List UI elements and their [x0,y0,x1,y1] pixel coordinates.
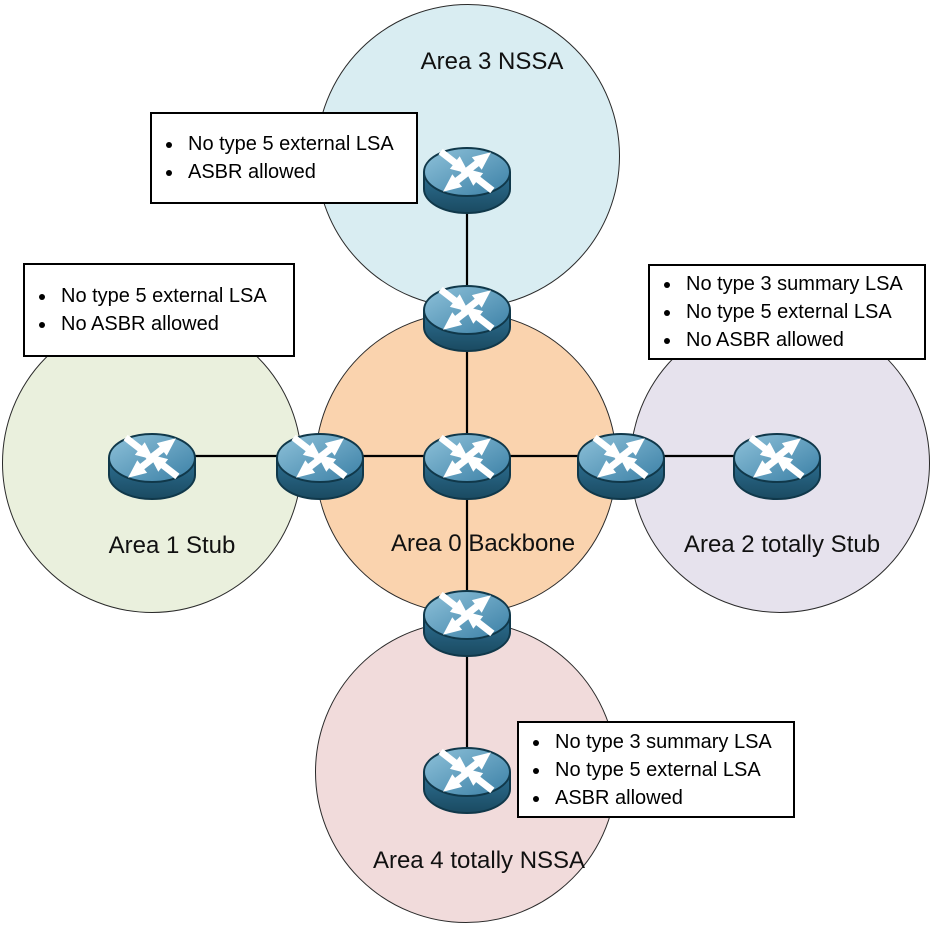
router-icon-abr-area0-area4 [424,588,510,656]
area4-callout-box: No type 3 summary LSANo type 5 external … [517,721,795,818]
callout-item: ASBR allowed [184,158,394,186]
callout-item: No type 3 summary LSA [682,270,903,298]
area0-label: Area 0 Backbone [390,530,576,557]
area1-label: Area 1 Stub [108,532,236,559]
router-icon-abr-area3-area0 [424,283,510,351]
area3-callout-list: No type 5 external LSAASBR allowed [152,130,402,186]
router-icon-abr-area1-area0 [277,431,363,499]
area2-callout-list: No type 3 summary LSANo type 5 external … [650,270,911,354]
area4-label: Area 4 totally NSSA [372,847,586,874]
callout-item: No type 5 external LSA [57,282,267,310]
callout-item: No ASBR allowed [682,326,903,354]
router-icon-backbone-center [424,431,510,499]
area2-callout-box: No type 3 summary LSANo type 5 external … [648,264,926,360]
area3-label: Area 3 NSSA [420,48,564,75]
area3-callout-box: No type 5 external LSAASBR allowed [150,112,418,204]
callout-item: ASBR allowed [551,784,772,812]
area1-callout-list: No type 5 external LSANo ASBR allowed [25,282,275,338]
router-icon-area3-internal [424,145,510,213]
area2-label: Area 2 totally Stub [683,531,881,558]
callout-item: No type 5 external LSA [551,756,772,784]
callout-item: No type 5 external LSA [682,298,903,326]
callout-item: No type 3 summary LSA [551,728,772,756]
router-icon-area4-internal [424,745,510,813]
router-icon-abr-area0-area2 [578,431,664,499]
callout-item: No ASBR allowed [57,310,267,338]
callout-item: No type 5 external LSA [184,130,394,158]
area4-callout-list: No type 3 summary LSANo type 5 external … [519,728,780,812]
area1-callout-box: No type 5 external LSANo ASBR allowed [23,263,295,357]
router-icon-area2-internal [734,431,820,499]
router-icon-area1-internal [109,431,195,499]
